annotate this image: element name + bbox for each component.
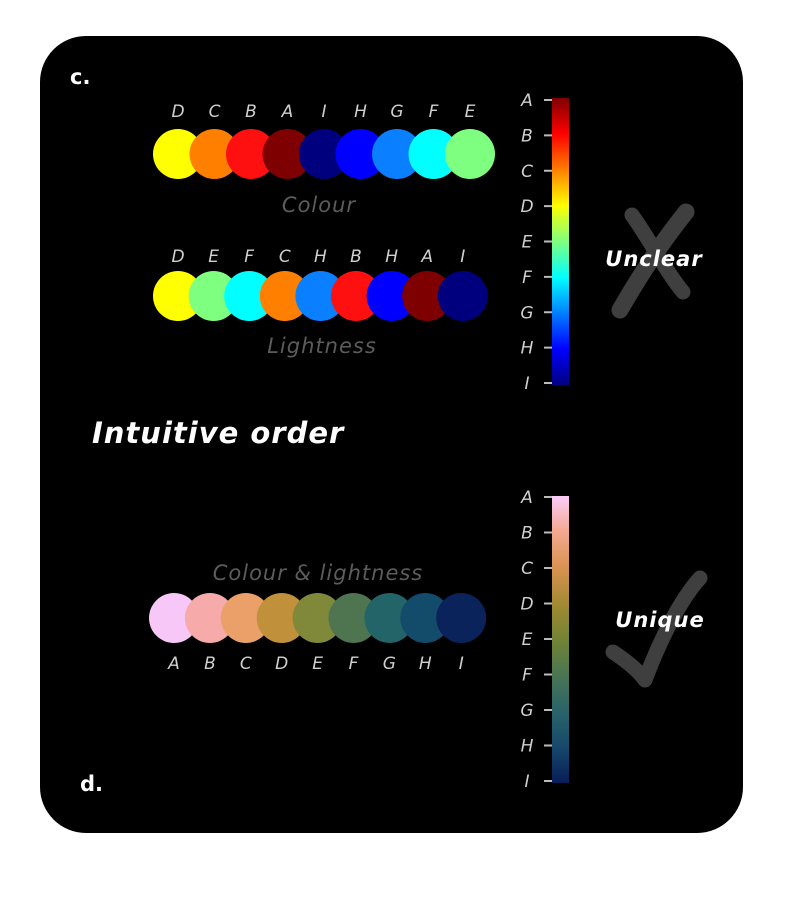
heading-intuitive-order: Intuitive order xyxy=(92,416,345,450)
colour-swatch-circle xyxy=(372,129,422,179)
row-title-lightness: Lightness xyxy=(267,334,377,358)
batlow-scale-label: I xyxy=(524,772,529,792)
colour-swatch-label: G xyxy=(390,102,403,122)
combined-swatch-circle xyxy=(149,593,199,643)
lightness-swatch-circle xyxy=(295,271,346,321)
jet-colorbar xyxy=(552,98,569,385)
colour-swatch-label: F xyxy=(429,102,439,122)
combined-swatch-label: F xyxy=(349,654,359,674)
jet-scale-label: H xyxy=(521,339,534,359)
lightness-swatch-label: I xyxy=(460,247,465,267)
lightness-swatch-label: B xyxy=(350,247,362,267)
lightness-swatch-circle xyxy=(259,271,310,321)
batlow-scale-label: H xyxy=(521,737,534,757)
combined-swatch-label: I xyxy=(459,654,464,674)
combined-swatch-label: H xyxy=(419,654,432,674)
jet-scale-label: E xyxy=(522,233,533,253)
batlow-scale-label: E xyxy=(522,630,533,650)
lightness-swatch-label: F xyxy=(244,247,254,267)
combined-swatch-circle xyxy=(220,593,271,643)
jet-scale-label: I xyxy=(524,374,529,394)
colour-swatch-label: A xyxy=(281,102,294,122)
lightness-swatch-label: H xyxy=(314,247,327,267)
cross-icon xyxy=(611,203,695,319)
jet-scale-label: C xyxy=(521,162,533,182)
colour-swatch-label: I xyxy=(321,102,326,122)
colour-swatch-circle xyxy=(153,129,203,179)
combined-swatch-label: B xyxy=(204,654,216,674)
colour-lightness-swatch-row: A B C D E F G H I xyxy=(149,593,487,674)
colour-swatch-label: E xyxy=(465,102,476,122)
lightness-swatch-label: E xyxy=(208,247,219,267)
row-title-colour-lightness: Colour & lightness xyxy=(213,561,424,585)
colour-swatch-label: C xyxy=(209,102,221,122)
jet-scale-label: D xyxy=(520,197,533,217)
combined-swatch-circle xyxy=(328,593,379,643)
combined-swatch-label: A xyxy=(167,654,180,674)
verdict-unclear: Unclear xyxy=(605,247,703,271)
batlow-scale-label: B xyxy=(521,524,533,544)
check-icon xyxy=(605,570,708,688)
lightness-swatch-circle xyxy=(366,271,417,321)
jet-scale-label: A xyxy=(520,91,533,111)
verdict-unique: Unique xyxy=(615,608,704,632)
colour-swatch-circle xyxy=(226,129,276,179)
colour-swatch-circle xyxy=(262,129,313,179)
batlow-scale-label: A xyxy=(520,488,533,508)
batlow-colorbar xyxy=(552,496,569,783)
row-title-colour: Colour xyxy=(282,193,357,217)
lightness-swatch-label: A xyxy=(420,247,433,267)
jet-scale-label: G xyxy=(520,303,533,323)
combined-swatch-label: G xyxy=(383,654,396,674)
lightness-swatch-circle xyxy=(224,271,275,321)
lightness-swatch-circle xyxy=(188,271,239,321)
lightness-swatch-circle xyxy=(153,271,203,321)
lightness-swatch-circle xyxy=(437,271,488,321)
lightness-swatch-circle xyxy=(402,271,453,321)
colour-swatch-label: B xyxy=(245,102,257,122)
jet-scale-label: B xyxy=(521,126,533,146)
colour-swatch-label: H xyxy=(354,102,367,122)
combined-swatch-circle xyxy=(436,593,487,643)
combined-swatch-circle xyxy=(256,593,307,643)
combined-swatch-circle xyxy=(364,593,415,643)
panel-label-d: d. xyxy=(80,772,103,796)
batlow-scale-label: G xyxy=(520,701,533,721)
batlow-scale-label: D xyxy=(520,595,533,615)
jet-scale-label: F xyxy=(522,268,532,288)
batlow-scale-label: F xyxy=(522,666,532,686)
lightness-swatch-label: D xyxy=(171,247,184,267)
combined-swatch-label: C xyxy=(240,654,252,674)
colour-swatch-circle xyxy=(408,129,459,179)
combined-swatch-label: E xyxy=(312,654,323,674)
panel-label-c: c. xyxy=(70,65,90,89)
colour-swatch-label: D xyxy=(171,102,184,122)
colour-swatch-circle xyxy=(445,129,495,179)
combined-swatch-label: D xyxy=(275,654,288,674)
colour-swatch-circle xyxy=(189,129,240,179)
combined-swatch-circle xyxy=(184,593,235,643)
lightness-swatch-circle xyxy=(331,271,381,321)
combined-swatch-circle xyxy=(292,593,343,643)
combined-swatch-circle xyxy=(400,593,451,643)
colour-swatch-circle xyxy=(335,129,386,179)
batlow-scale-label: C xyxy=(521,559,533,579)
colour-swatch-circle xyxy=(299,129,349,179)
lightness-swatch-label: H xyxy=(385,247,398,267)
lightness-swatch-label: C xyxy=(279,247,291,267)
